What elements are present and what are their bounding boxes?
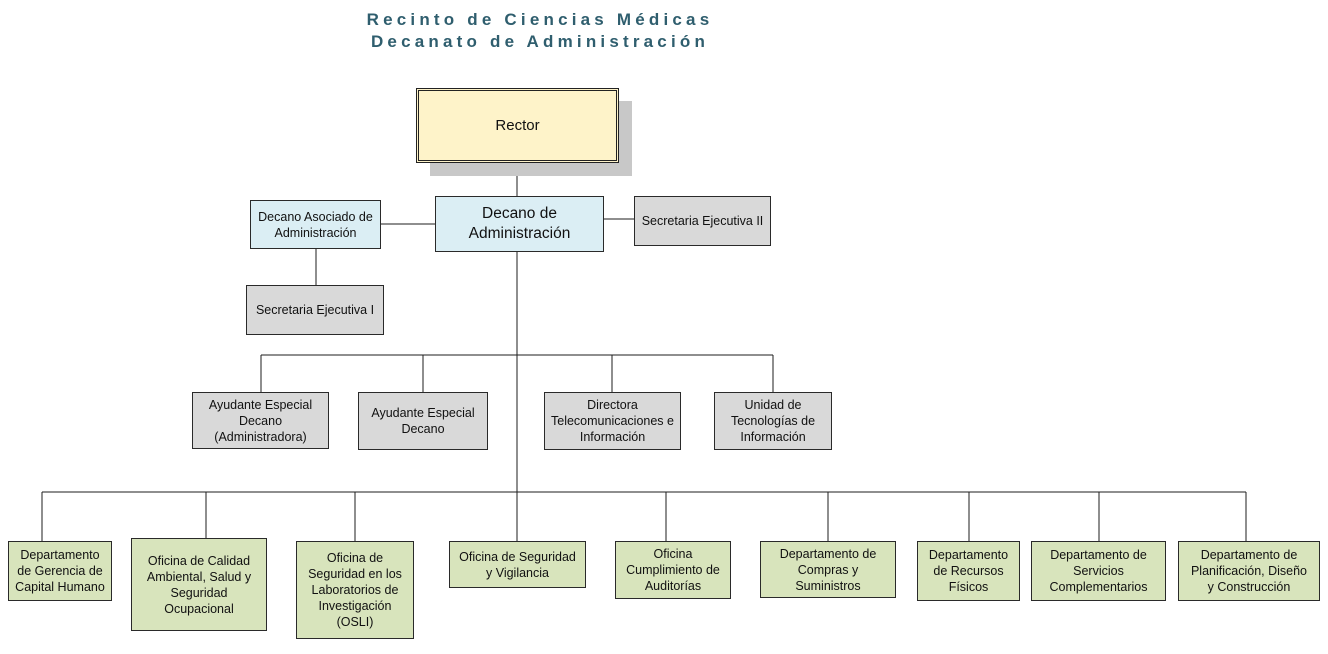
- node-depto-compras: Departamento de Compras y Suministros: [760, 541, 896, 598]
- node-directora-telecomunicaciones: Directora Telecomunicaciones e Informaci…: [544, 392, 681, 450]
- node-oficina-auditorias: Oficina Cumplimiento de Auditorías: [615, 541, 731, 599]
- node-depto-capital-humano: Departamento de Gerencia de Capital Huma…: [8, 541, 112, 601]
- node-depto-planificacion: Departamento de Planificación, Diseño y …: [1178, 541, 1320, 601]
- chart-title-line1: Recinto de Ciencias Médicas: [366, 10, 714, 29]
- node-decano-administracion: Decano de Administración: [435, 196, 604, 252]
- chart-title-line2: Decanato de Administración: [370, 32, 710, 51]
- node-secretaria-ejecutiva-ii: Secretaria Ejecutiva II: [634, 196, 771, 246]
- node-secretaria-ejecutiva-i: Secretaria Ejecutiva I: [246, 285, 384, 335]
- node-unidad-tecnologias: Unidad de Tecnologías de Información: [714, 392, 832, 450]
- node-oficina-vigilancia: Oficina de Seguridad y Vigilancia: [449, 541, 586, 588]
- node-ayudante-decano: Ayudante Especial Decano: [358, 392, 488, 450]
- node-depto-servicios: Departamento de Servicios Complementario…: [1031, 541, 1166, 601]
- node-ayudante-administradora: Ayudante Especial Decano (Administradora…: [192, 392, 329, 449]
- node-decano-asociado: Decano Asociado de Administración: [250, 200, 381, 249]
- node-depto-recursos: Departamento de Recursos Físicos: [917, 541, 1020, 601]
- node-rector: Rector: [416, 88, 619, 163]
- node-oficina-calidad: Oficina de Calidad Ambiental, Salud y Se…: [131, 538, 267, 631]
- node-oficina-osli: Oficina de Seguridad en los Laboratorios…: [296, 541, 414, 639]
